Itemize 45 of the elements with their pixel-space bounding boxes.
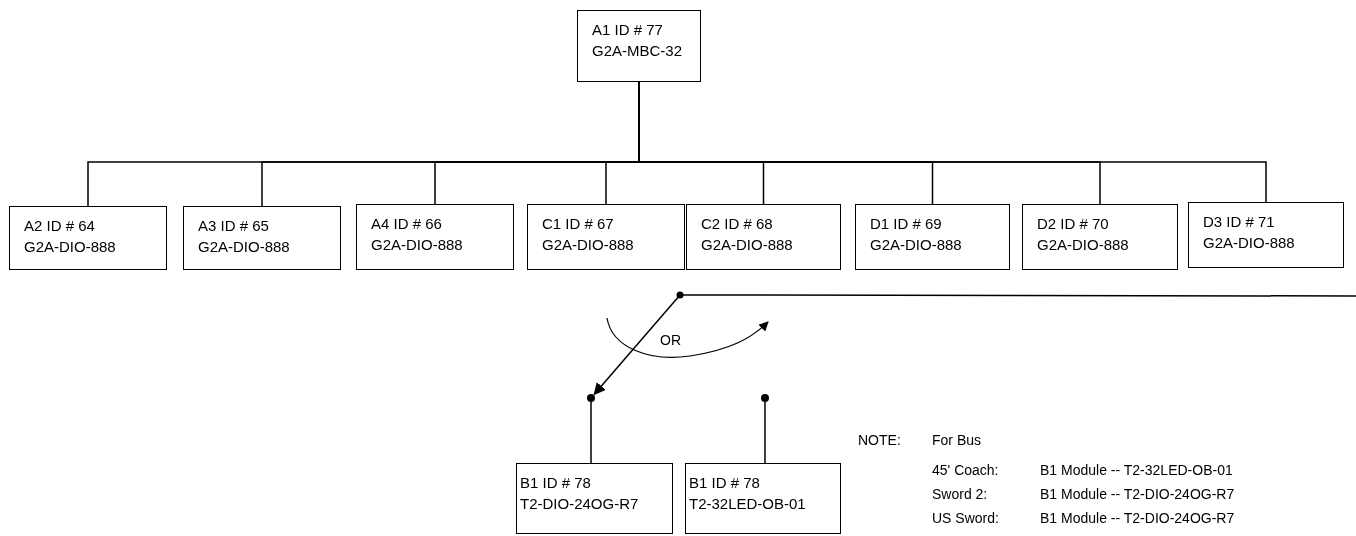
module-box [577,10,701,82]
connector-line [590,401,592,464]
note-heading: NOTE: [858,431,901,449]
module-id-text: A2 ID # 64 [24,216,95,236]
note-text: 45' Coach: [932,461,999,479]
module-box [1188,202,1344,268]
module-id-text: D2 ID # 70 [1037,214,1109,234]
module-id-text: D1 ID # 69 [870,214,942,234]
part-number-text: G2A-DIO-888 [24,237,116,257]
module-box [1022,204,1178,270]
part-number-text: T2-DIO-24OG-R7 [520,494,639,514]
module-id-text: C2 ID # 68 [701,214,773,234]
part-number-text: G2A-DIO-888 [1203,233,1295,253]
module-id-text: C1 ID # 67 [542,214,614,234]
module-id-text: A3 ID # 65 [198,216,269,236]
module-id-text: D3 ID # 71 [1203,212,1275,232]
part-number-text: G2A-DIO-888 [542,235,634,255]
module-box [686,204,841,270]
part-number-text: G2A-MBC-32 [592,41,683,61]
module-box [685,463,841,534]
contact-dot [587,394,595,402]
note-text: B1 Module -- T2-DIO-24OG-R7 [1040,485,1235,503]
part-number-text: G2A-DIO-888 [870,235,962,255]
module-box [527,204,685,270]
part-number-text: G2A-DIO-888 [1037,235,1129,255]
part-number-text: G2A-DIO-888 [701,235,793,255]
module-box [855,204,1010,270]
note-text: B1 Module -- T2-DIO-24OG-R7 [1040,509,1235,527]
note-text: For Bus [932,431,981,449]
module-box [516,463,673,534]
module-box [356,204,514,270]
part-number-text: G2A-DIO-888 [371,235,463,255]
module-id-text: B1 ID # 78 [520,473,591,493]
contact-dot [761,394,769,402]
part-number-text: G2A-DIO-888 [198,237,290,257]
module-box [9,206,167,270]
module-box [183,206,341,270]
part-number-text: T2-32LED-OB-01 [689,494,806,514]
module-id-text: A4 ID # 66 [371,214,442,234]
connector-line [764,401,766,464]
note-text: US Sword: [932,509,999,527]
note-text: B1 Module -- T2-32LED-OB-01 [1040,461,1233,479]
module-id-text: A1 ID # 77 [592,20,663,40]
note-text: Sword 2: [932,485,988,503]
module-id-text: B1 ID # 78 [689,473,760,493]
